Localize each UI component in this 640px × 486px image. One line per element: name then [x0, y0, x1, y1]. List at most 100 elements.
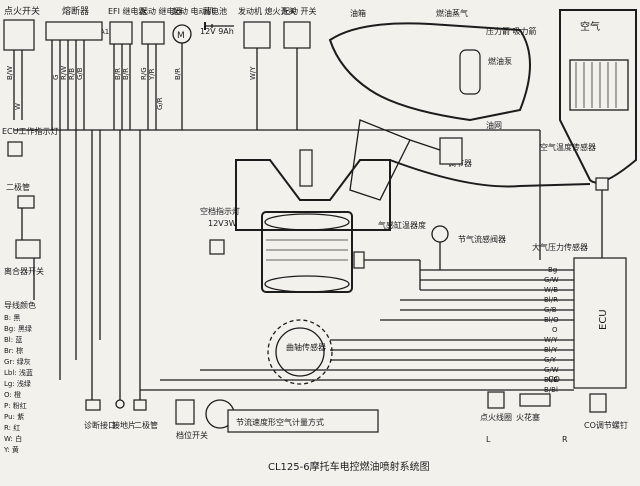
ecu-indicator-label: ECU工作指示灯	[2, 126, 59, 136]
ecu-label: ECU	[598, 309, 609, 330]
intake-temp-sensor-label: 气感缸温器度	[378, 220, 426, 230]
throttle-sensor-label: 节气流感阀器	[458, 234, 506, 244]
clutch-switch-label: 离合器开关	[4, 266, 44, 276]
svg-text:Y/R: Y/R	[148, 68, 156, 81]
legend-item: Lbl: 浅蓝	[4, 368, 33, 377]
legend-item: Bg: 黑绿	[4, 324, 32, 333]
top-wire-codes: B/W W G R/W R/B G/B B/R B/R R/G Y/R G/R …	[6, 66, 257, 110]
engine-stop-switch-label: 发动机 熄火开关	[238, 6, 297, 16]
ecu-indicator-lamp	[7, 141, 23, 157]
fuse-box-label: 熔断器	[62, 5, 89, 17]
svg-text:G/B: G/B	[76, 67, 84, 80]
ignition-switch-label: 点火开关	[4, 5, 40, 17]
pressure-regulator	[439, 137, 463, 165]
legend-item: Pu: 紫	[4, 413, 24, 421]
efi-relay	[109, 21, 133, 45]
diode2	[133, 399, 147, 411]
crank-gear-icon	[267, 319, 333, 385]
co-screw-label: CO调节螺钉	[584, 420, 628, 430]
legend-item: Y: 黄	[3, 445, 19, 454]
air-filter-element	[569, 59, 629, 111]
ground-label: 接地片	[112, 420, 136, 430]
ground-label-l: L	[486, 435, 491, 444]
svg-text:B/R: B/R	[114, 68, 122, 80]
wire-color-legend: 导线颜色 B: 黑 Bg: 黑绿 Bl: 蓝 Br: 棕 Gr: 绿灰 Lbl:…	[3, 300, 36, 454]
diag-port-label: 诊断接口	[84, 420, 116, 430]
co-screw	[589, 393, 607, 413]
diagram-title: CL125-6摩托车电控燃油喷射系统图	[268, 460, 430, 473]
spark-plug-cap	[519, 393, 551, 407]
legend-item: Bl: 蓝	[4, 335, 22, 344]
injector-assembly	[349, 119, 463, 201]
efi-relay-label: EFI 继电器	[108, 6, 147, 16]
diode-label: 二极管	[6, 182, 30, 192]
engine-stop-switch	[243, 21, 271, 49]
neutral-lamp	[209, 239, 225, 255]
legend-item: B: 黑	[4, 314, 20, 322]
svg-text:W/Y: W/Y	[249, 66, 257, 80]
fuel-pump	[459, 49, 481, 95]
air-temp-sensor-label: 空气温度传感器	[540, 142, 596, 152]
svg-text:G/R: G/R	[156, 97, 164, 110]
flow-direction-label: 压力箭 吸力箭	[486, 26, 537, 36]
intake-hose	[389, 159, 591, 188]
motor-glyph: M	[177, 31, 185, 41]
battery-spec: 12V 9Ah	[200, 27, 234, 36]
fuse-box	[45, 21, 103, 41]
legend-item: O: 橙	[4, 390, 21, 399]
fuel-pump-label: 燃油泵	[488, 56, 512, 66]
svg-text:R/G: R/G	[140, 67, 148, 80]
atm-pressure-sensor-label: 大气压力传感器	[532, 242, 588, 252]
fuel-tank-label: 油箱	[350, 8, 366, 18]
battery-label: 蓄电池	[203, 6, 227, 16]
diode	[17, 195, 35, 209]
legend-item: Gr: 绿灰	[4, 357, 31, 366]
clutch-switch	[15, 239, 41, 259]
diode2-label: 二极管	[134, 420, 158, 430]
svg-text:G: G	[52, 75, 60, 80]
start-switch	[283, 21, 311, 49]
fuel-tank-icon	[328, 22, 531, 122]
start-relay-label: 起动 继电器	[140, 6, 183, 16]
left-wire-bundle	[21, 130, 141, 400]
filter-pleats	[575, 62, 617, 108]
air-temp-sensor	[595, 177, 609, 191]
ecu-box	[573, 257, 627, 389]
top-wire-bundle	[13, 40, 300, 131]
neutral-lamp-spec: 12V3W	[208, 219, 237, 228]
method-box	[227, 409, 379, 433]
legend-title: 导线颜色	[4, 300, 36, 310]
neutral-lamp-label: 空档指示灯	[200, 206, 240, 216]
svg-text:W: W	[14, 103, 22, 110]
fuel-evap-label: 燃油蒸气	[436, 8, 468, 18]
legend-item: P: 粉红	[4, 401, 27, 410]
legend-item: Lg: 浅绿	[4, 379, 31, 388]
air-filter-label: 空气	[580, 20, 600, 33]
co-label: CO	[548, 375, 560, 384]
engine-cylinder	[235, 149, 391, 293]
ignition-coil	[487, 391, 505, 409]
throttle-sensor	[431, 225, 449, 243]
gear-switch	[175, 399, 195, 425]
spark-plug-icon	[299, 149, 313, 187]
gear-switch-label: 档位开关	[176, 430, 208, 440]
svg-text:B/W: B/W	[6, 66, 14, 80]
crank-wheel	[275, 327, 325, 377]
air-filter-icon	[559, 9, 637, 184]
legend-item: R: 红	[4, 423, 20, 432]
svg-text:O: O	[552, 326, 558, 334]
start-relay	[141, 21, 165, 45]
svg-text:B/R: B/R	[174, 68, 182, 80]
oil-net-label: 油网	[486, 120, 502, 130]
start-switch-label: 起动 开关	[282, 6, 317, 16]
ignition-switch	[3, 19, 35, 51]
svg-text:R/B: R/B	[68, 68, 76, 80]
ecu-wire-harness	[140, 129, 603, 391]
legend-item: W: 白	[4, 434, 22, 443]
start-motor-label: 起动 电动机	[172, 6, 215, 16]
method-box-text: 节流速度形空气计量方式	[236, 417, 324, 427]
svg-text:B/R: B/R	[122, 68, 130, 80]
ground-label-r: R	[562, 435, 568, 444]
